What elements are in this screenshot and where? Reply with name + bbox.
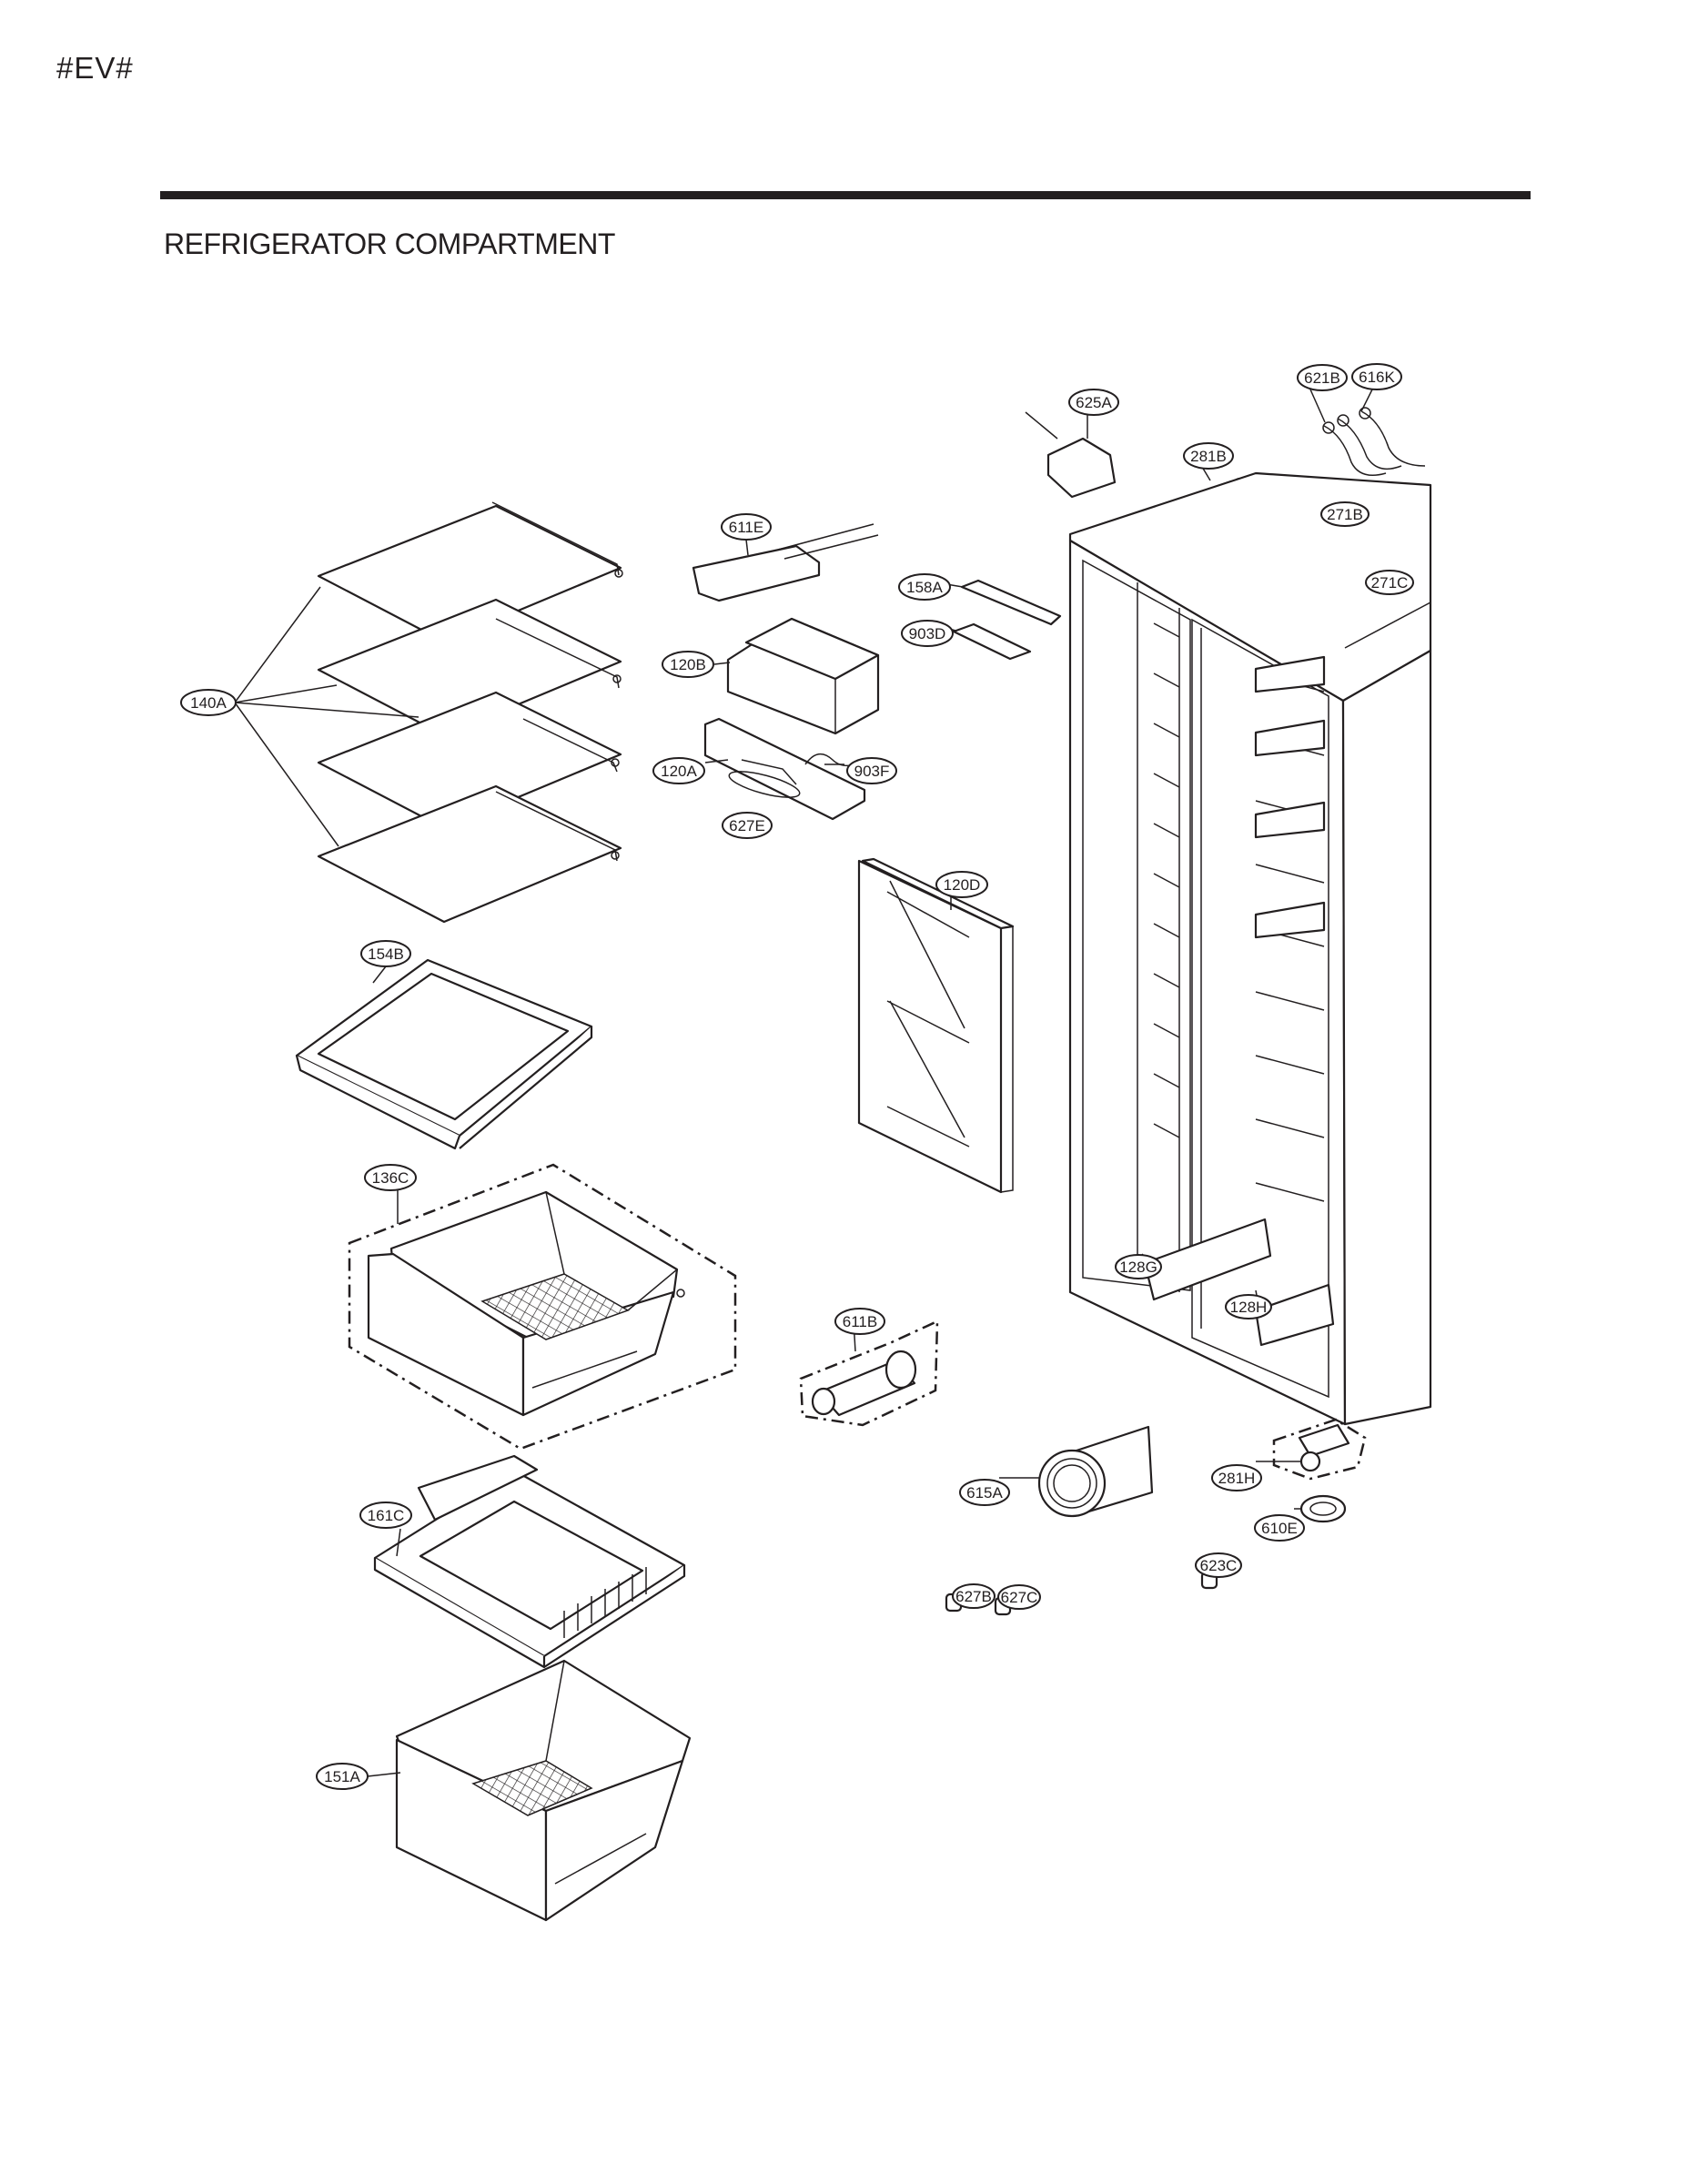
glass-shelf-4 [317,784,622,924]
callout-271b: 271B [1320,501,1370,527]
svg-text:623C: 623C [1200,1557,1238,1574]
svg-text:610E: 610E [1261,1520,1298,1537]
callout-161c: 161C [359,1502,412,1529]
svg-text:625A: 625A [1076,394,1112,411]
callout-154b: 154B [360,940,411,967]
svg-text:627E: 627E [729,817,765,834]
svg-text:120D: 120D [944,876,981,894]
water-tube-bracket-611e [692,523,879,602]
svg-text:281H: 281H [1218,1470,1256,1487]
bracket-625a [1025,411,1117,499]
water-tank-120b [713,617,880,735]
svg-text:136C: 136C [372,1169,409,1187]
header-rule [160,191,1531,199]
svg-text:627C: 627C [1001,1589,1038,1606]
svg-text:611E: 611E [729,519,763,536]
cabinet-door-bins [1254,655,1326,939]
section-title: REFRIGERATOR COMPARTMENT [164,228,615,260]
tube-615a [999,1425,1154,1518]
svg-text:120B: 120B [670,656,706,673]
callout-128h: 128H [1225,1294,1272,1320]
panel-120d [857,857,1015,1194]
callout-136c: 136C [364,1164,417,1191]
svg-text:120A: 120A [661,763,697,780]
page-tag: #EV# [56,51,134,85]
callout-120b: 120B [662,651,714,678]
hinge-281h [1256,1418,1367,1481]
callout-158a: 158A [898,573,951,601]
callout-271c: 271C [1365,570,1414,595]
glass-shelf-3 [317,691,622,830]
svg-text:281B: 281B [1190,448,1227,465]
svg-text:271C: 271C [1371,574,1409,592]
crisper-136c [348,1163,737,1451]
callout-128g: 128G [1115,1254,1162,1279]
shelf-140a-group [234,501,623,924]
callout-610e: 610E [1254,1514,1305,1542]
drawer-cover-slats [563,1567,647,1638]
svg-text:151A: 151A [324,1768,360,1785]
svg-text:621B: 621B [1304,369,1340,387]
callout-611b: 611B [834,1308,885,1335]
callout-151a: 151A [316,1763,369,1790]
svg-text:161C: 161C [368,1507,405,1524]
svg-text:140A: 140A [190,694,227,712]
crisper-drawer-151a [367,1659,692,1922]
svg-text:158A: 158A [906,579,943,596]
callout-627b: 627B [952,1583,996,1609]
drawer-cover-161c [373,1454,686,1669]
callout-621b: 621B [1297,364,1348,391]
glass-shelf-1 [317,501,623,643]
svg-text:271B: 271B [1327,506,1363,523]
callout-611e: 611E [721,513,772,541]
water-lines-621b-616k [1309,389,1426,476]
svg-text:903D: 903D [909,625,946,642]
callout-903d: 903D [901,620,954,647]
svg-text:903F: 903F [854,763,890,780]
cap-610e [1294,1494,1347,1523]
callout-281b: 281B [1183,442,1234,470]
svg-text:128G: 128G [1119,1259,1157,1276]
callout-623c: 623C [1195,1552,1242,1578]
water-filter-611b [799,1320,939,1427]
tank-cover-120a [703,717,866,821]
gasket-903d [945,622,1032,661]
svg-text:128H: 128H [1230,1299,1268,1316]
callout-627c: 627C [997,1584,1041,1610]
refrigerator-cabinet [1068,471,1432,1426]
callout-615a: 615A [959,1479,1010,1506]
glass-shelf-2 [317,598,622,737]
callout-616k: 616K [1351,363,1402,390]
svg-text:154B: 154B [368,945,404,963]
svg-text:616K: 616K [1359,369,1395,386]
callout-625a: 625A [1068,389,1119,416]
svg-text:611B: 611B [843,1313,877,1330]
callout-140a: 140A [180,689,237,716]
callout-120d: 120D [935,871,988,898]
callout-281h: 281H [1211,1464,1262,1491]
svg-text:627B: 627B [955,1588,992,1605]
shelf-frame-154b [295,958,593,1150]
callout-903f: 903F [846,757,897,784]
cover-158a [935,579,1062,626]
svg-text:615A: 615A [966,1484,1003,1502]
callout-120a: 120A [652,757,705,784]
callout-627e: 627E [722,812,773,839]
